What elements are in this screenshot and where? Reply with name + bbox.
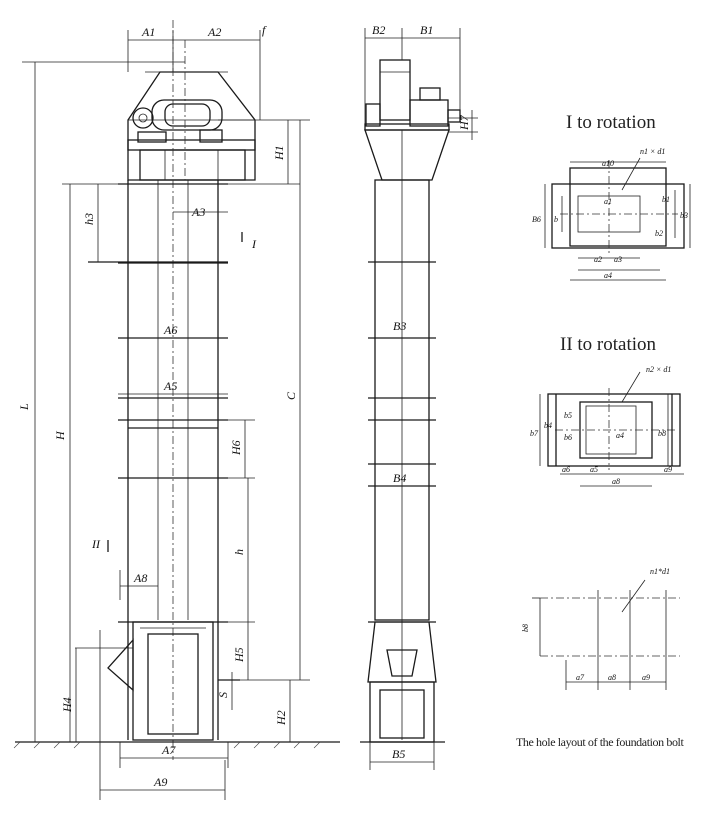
- detail2-a8: a8: [612, 477, 620, 486]
- dim-a3: A3: [191, 205, 205, 219]
- ground-hatch: [13, 741, 321, 749]
- dim-h5: H5: [232, 647, 246, 663]
- detail3-a8: a8: [608, 673, 616, 682]
- dim-h-small: h: [232, 549, 246, 555]
- detail1-n1d1: n1 × d1: [640, 147, 665, 156]
- dim-a1: A1: [141, 25, 155, 39]
- detail-i-rotation: I to rotation a10 n1 × d1 a1 b1 b2 b3 B6…: [532, 112, 691, 281]
- detail2-a9: a9: [664, 465, 672, 474]
- detail3-a7: a7: [576, 673, 585, 682]
- dim-b3: B3: [393, 319, 406, 333]
- dim-b5: B5: [392, 747, 405, 761]
- detail1-b3: b3: [680, 211, 688, 220]
- detail2-b4: b4: [544, 421, 552, 430]
- dim-s: S: [216, 692, 230, 698]
- dim-a8: A8: [133, 571, 147, 585]
- dim-h6: H6: [229, 440, 243, 456]
- front-dimension-lines: [22, 30, 310, 800]
- foundation-caption: The hole layout of the foundation bolt: [516, 735, 684, 749]
- detail2-a5: a5: [590, 465, 598, 474]
- dim-h7: H7: [457, 114, 471, 131]
- dim-h3: h3: [82, 213, 96, 225]
- detail1-a3: a3: [614, 255, 622, 264]
- title-rotation-2: II to rotation: [560, 334, 657, 355]
- dim-h2: H2: [274, 710, 288, 726]
- side-hopper: [386, 649, 418, 677]
- detail2-b7: b7: [530, 429, 539, 438]
- detail1-b: b: [554, 215, 558, 224]
- dim-b2: B2: [372, 23, 385, 37]
- section-marker-i: I: [251, 237, 257, 251]
- dim-b4: B4: [393, 471, 406, 485]
- detail3-n1d1: n1*d1: [650, 567, 670, 576]
- side-view: B2 B1 H7 B3 B4 B5: [360, 23, 478, 770]
- dim-a5: A5: [163, 379, 177, 393]
- dim-a9: A9: [153, 775, 167, 789]
- detail2-b5: b5: [564, 411, 572, 420]
- dim-f: f: [262, 23, 267, 37]
- detail2-b8: b8: [658, 429, 666, 438]
- drive-pulley: [132, 107, 154, 129]
- detail1-a10: a10: [602, 159, 614, 168]
- dim-h: H: [53, 430, 67, 441]
- detail-ii-rotation: II to rotation n2 × d1 b7 b4 b5 b6 a4 b8…: [530, 334, 684, 487]
- dim-a7: A7: [161, 743, 176, 757]
- dim-h4: H4: [60, 697, 74, 713]
- side-reducer: [409, 99, 449, 127]
- dim-b1: B1: [420, 23, 433, 37]
- detail1-b1: b1: [662, 195, 670, 204]
- dim-a2: A2: [207, 25, 221, 39]
- boot-door: [147, 633, 199, 735]
- detail-foundation-bolts: n1*d1 b8 a7 a8 a9 The hole layout of the…: [516, 567, 685, 749]
- side-motor: [379, 59, 411, 121]
- detail3-a9: a9: [642, 673, 650, 682]
- detail1-a4: a4: [604, 271, 612, 280]
- detail3-b8: b8: [521, 624, 530, 632]
- dim-h1: H1: [272, 145, 286, 161]
- dim-l: L: [17, 403, 31, 411]
- detail1-a2: a2: [594, 255, 602, 264]
- dim-c: C: [284, 391, 298, 400]
- detail1-a1: a1: [604, 197, 612, 206]
- detail2-n2d1: n2 × d1: [646, 365, 671, 374]
- inlet-chute: [107, 638, 134, 692]
- detail1-b6: B6: [532, 215, 541, 224]
- detail2-b6: b6: [564, 433, 572, 442]
- section-marker-ii: II: [91, 537, 101, 551]
- front-view: A1 A2 f L H C h3 H1 H6 h H5 H4 H2 S A3 A…: [13, 20, 340, 800]
- dim-a6: A6: [163, 323, 177, 337]
- detail1-b2: b2: [655, 229, 663, 238]
- title-rotation-1: I to rotation: [566, 112, 656, 133]
- detail2-a4: a4: [616, 431, 624, 440]
- detail2-a6: a6: [562, 465, 570, 474]
